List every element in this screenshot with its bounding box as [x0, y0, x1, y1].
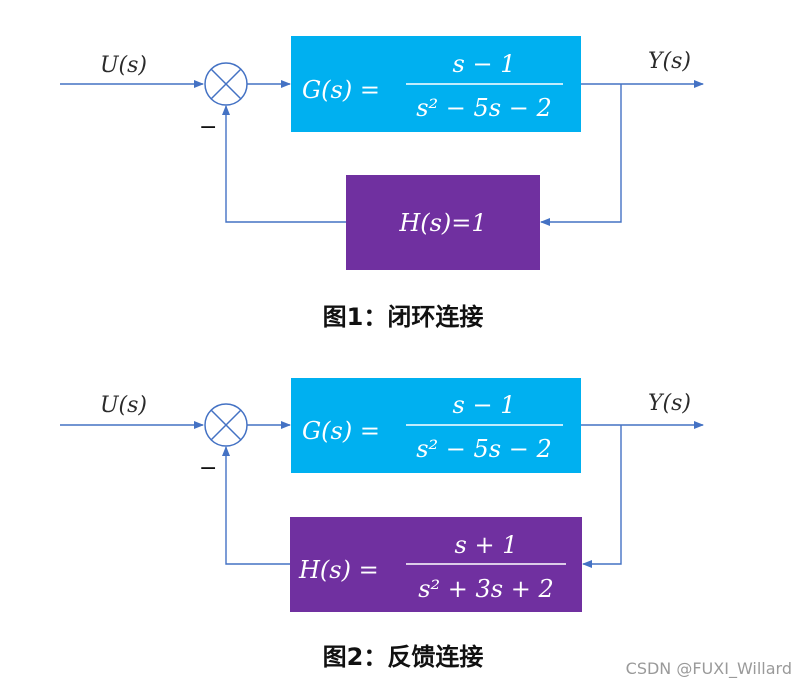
forward-block: G(s) = s − 1 s² − 5s − 2: [291, 36, 581, 132]
forward-block: G(s) = s − 1 s² − 5s − 2: [291, 378, 581, 473]
feedback-path-in: [540, 84, 622, 226]
feedback-block: H(s)=1: [346, 175, 540, 270]
output-label: Y(s): [648, 49, 691, 74]
feedback-path-out: [222, 446, 290, 565]
feedback-denominator: s² + 3s + 2: [418, 575, 554, 603]
feedback-numerator: s + 1: [455, 531, 518, 559]
feedback-text: H(s)=1: [398, 209, 486, 237]
diagram-2: U(s) G(s) = s − 1 s² − 5s − 2 Y(s) H(s) …: [60, 378, 704, 671]
forward-denominator: s² − 5s − 2: [416, 94, 552, 122]
forward-denominator: s² − 5s − 2: [416, 435, 552, 463]
watermark: CSDN @FUXI_Willard: [626, 659, 792, 679]
minus-sign: −: [199, 456, 217, 481]
caption: 图2：反馈连接: [323, 643, 484, 671]
output-label: Y(s): [648, 391, 691, 416]
input-label: U(s): [100, 53, 147, 78]
feedback-lhs: H(s) =: [298, 556, 379, 584]
forward-numerator: s − 1: [453, 50, 516, 78]
forward-lhs: G(s) =: [302, 417, 380, 445]
caption: 图1：闭环连接: [323, 303, 484, 331]
forward-lhs: G(s) =: [302, 76, 380, 104]
feedback-block-box: [346, 175, 540, 270]
input-label: U(s): [100, 393, 147, 418]
summing-junction: [204, 403, 248, 447]
forward-numerator: s − 1: [453, 391, 516, 419]
feedback-path-out: [222, 105, 346, 223]
feedback-path-in: [582, 425, 622, 568]
diagram-1: U(s) G(s) = s − 1 s² − 5s − 2 Y(s) H(s)=…: [60, 36, 704, 331]
summing-junction: [204, 62, 248, 106]
minus-sign: −: [199, 115, 217, 140]
feedback-block: H(s) = s + 1 s² + 3s + 2: [290, 517, 582, 612]
